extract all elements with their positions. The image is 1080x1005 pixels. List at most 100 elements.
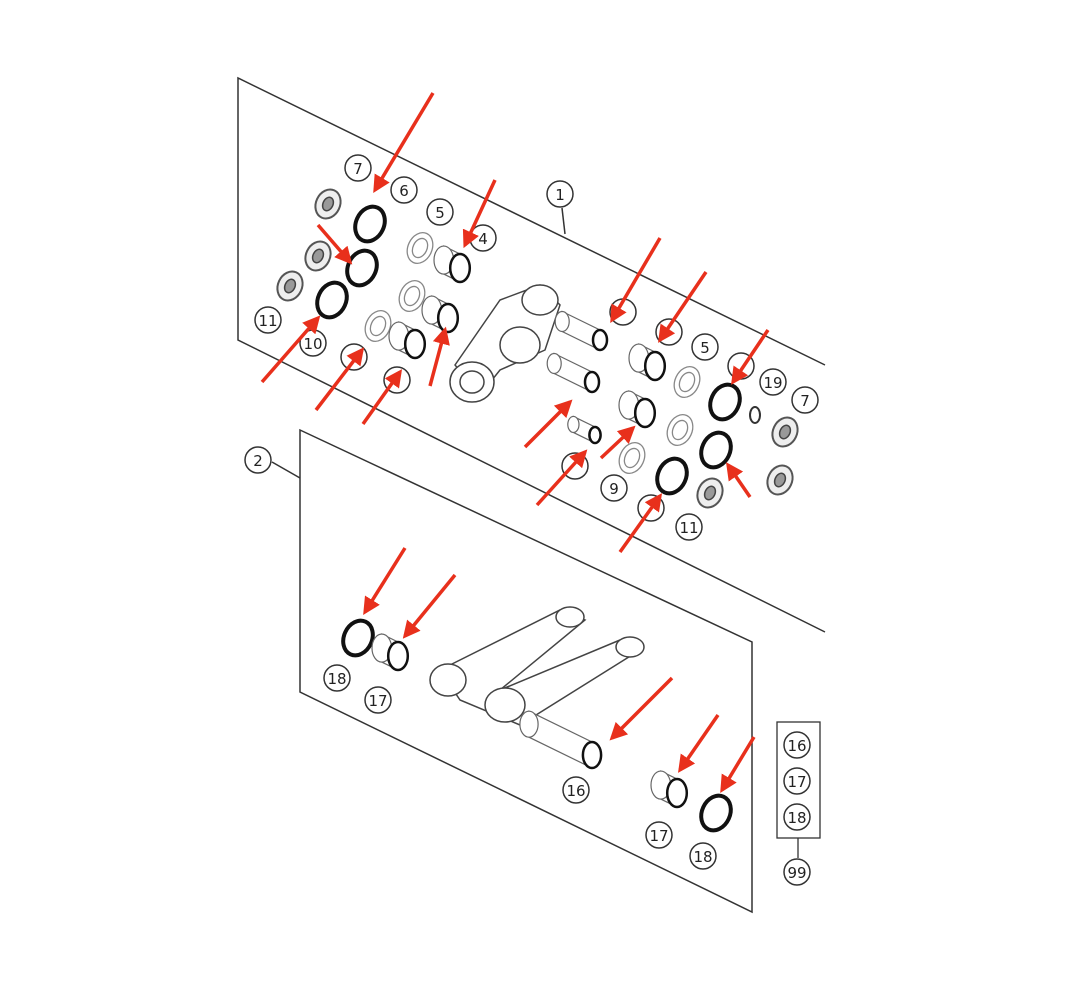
callout-label: 9: [609, 480, 619, 498]
seal-ring-part: [315, 280, 349, 320]
red-arrow: [658, 271, 708, 343]
callout-number: [340, 343, 368, 371]
red-arrow: [535, 449, 588, 507]
washer-part: [406, 231, 434, 265]
washer-part: [666, 413, 694, 447]
callout-label: 5: [435, 204, 445, 222]
callout-label: 4: [478, 230, 488, 248]
panel-2-label: 2: [244, 446, 272, 474]
callout-label: 18: [693, 848, 712, 866]
red-arrow: [316, 223, 353, 265]
callout-label: 17: [368, 692, 387, 710]
bushing-part: [650, 770, 689, 809]
red-arrow: [428, 326, 450, 387]
bushing-part: [433, 245, 472, 284]
callout-label: 11: [258, 312, 277, 330]
washer-part: [364, 309, 392, 343]
seal-ring-part: [341, 618, 375, 658]
washer-part: [618, 441, 646, 475]
kit-label-99: 99: [787, 864, 806, 882]
svg-text:1: 1: [555, 186, 565, 204]
red-arrow: [363, 547, 407, 615]
bushing-part: [554, 310, 609, 352]
callout-number: 17: [645, 821, 673, 849]
red-arrow: [726, 462, 752, 498]
red-arrow: [260, 315, 321, 384]
bearing-part: [771, 416, 799, 448]
bushing-part: [628, 343, 667, 382]
callout-label: 11: [679, 519, 698, 537]
seal-ring-part: [699, 793, 733, 833]
callout-label: 7: [353, 160, 363, 178]
seal-ring-part: [699, 430, 733, 470]
bushing-part: [618, 390, 657, 429]
red-arrow: [523, 399, 573, 449]
callout-label: 10: [303, 335, 322, 353]
callout-number: 7: [344, 154, 372, 182]
red-arrow: [462, 179, 497, 249]
callout-label: 7: [800, 392, 810, 410]
red-arrow: [314, 347, 365, 412]
callout-label: 17: [649, 827, 668, 845]
callout-number: 19: [759, 368, 787, 396]
bushing-part: [567, 415, 602, 445]
red-arrow: [678, 714, 720, 773]
callout-number: 5: [426, 198, 454, 226]
kit-box: 16 17 18 99: [776, 721, 821, 886]
bearing-part: [276, 270, 304, 302]
red-arrow: [720, 736, 756, 793]
bearing-part: [696, 477, 724, 509]
red-arrow: [402, 573, 457, 639]
callout-label: 6: [399, 182, 409, 200]
bushing-part: [546, 352, 601, 394]
kit-item-16: 16: [787, 737, 806, 755]
callout-number: 5: [691, 333, 719, 361]
callout-number: 9: [600, 474, 628, 502]
bearing-part: [766, 464, 794, 496]
kit-item-17: 17: [787, 773, 806, 791]
red-arrow: [610, 237, 662, 324]
small-ring-part: [749, 406, 761, 424]
seal-ring-part: [708, 382, 742, 422]
callout-number: 7: [791, 386, 819, 414]
bushing-part: [421, 295, 460, 334]
red-arrow: [731, 329, 770, 385]
upper-linkage-part: [449, 284, 561, 403]
kit-item-18: 18: [787, 809, 806, 827]
callout-number: 18: [689, 842, 717, 870]
red-arrow: [618, 493, 663, 554]
bushing-part: [519, 710, 603, 770]
parts-group: [276, 188, 799, 833]
seal-ring-part: [353, 204, 387, 244]
lower-linkage-part: [429, 606, 645, 726]
panel-1-label: 1: [546, 180, 574, 208]
panel-2-callouts: 18 17 16 17 18: [323, 664, 717, 870]
callout-number: 6: [390, 176, 418, 204]
callout-label: 19: [763, 374, 782, 392]
red-arrow: [361, 369, 403, 426]
red-arrows: [260, 92, 770, 793]
red-arrow: [599, 425, 636, 460]
panel-2-outline: [299, 428, 753, 914]
callout-number: 11: [675, 513, 703, 541]
callout-label: 18: [327, 670, 346, 688]
callout-label: 5: [700, 339, 710, 357]
callout-number: 16: [562, 776, 590, 804]
callout-number: 18: [323, 664, 351, 692]
bearing-part: [314, 188, 342, 220]
svg-text:2: 2: [253, 452, 263, 470]
callout-number: [655, 318, 683, 346]
washer-part: [398, 279, 426, 313]
callout-number: 11: [254, 306, 282, 334]
callout-label: 16: [566, 782, 585, 800]
panel-2-leader: [271, 461, 301, 479]
callout-number: 17: [364, 686, 392, 714]
washer-part: [673, 365, 701, 399]
bearing-part: [304, 240, 332, 272]
seal-ring-part: [655, 456, 689, 496]
bushing-part: [371, 633, 410, 672]
bushing-part: [388, 321, 427, 360]
red-arrow: [373, 92, 435, 194]
